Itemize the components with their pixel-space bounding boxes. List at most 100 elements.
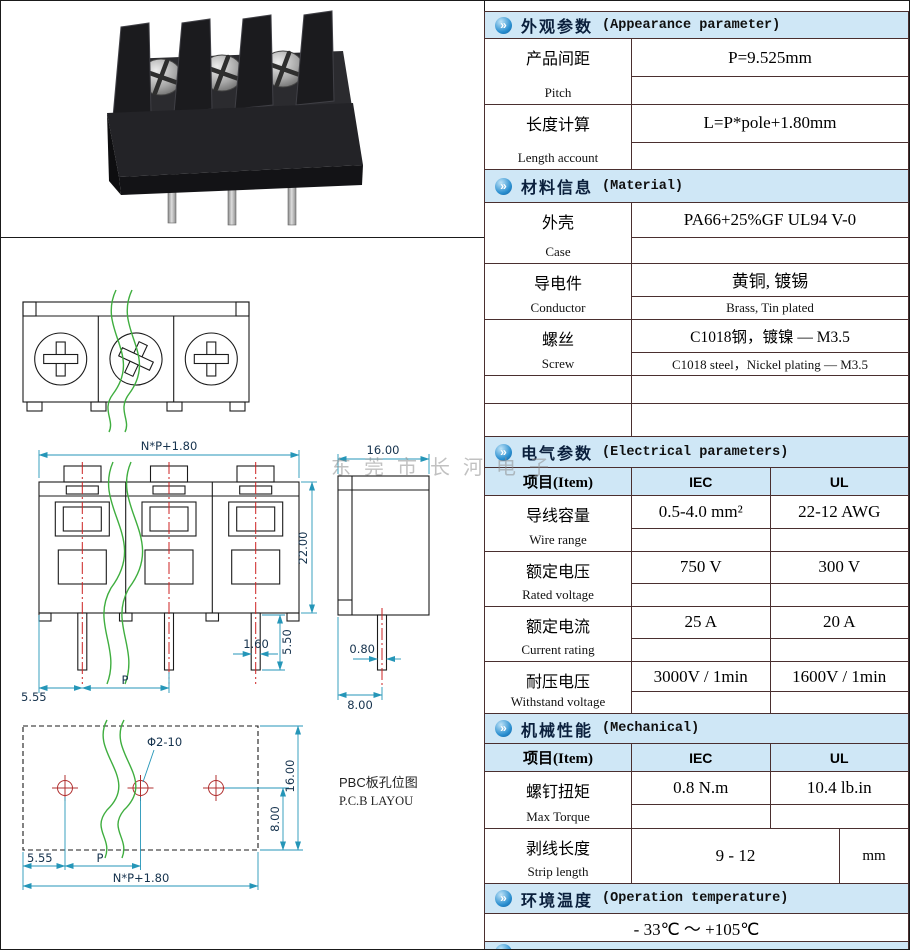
dim-pin-width: 1.60 (243, 637, 269, 651)
pcb-holes (52, 775, 229, 801)
dim-pin-length: 5.50 (280, 629, 294, 655)
table-row-rated-voltage: 额定电压 Rated voltage 750 V 300 V (485, 552, 908, 607)
centerlines-red (81, 462, 257, 684)
section-title-en: (Material) (602, 178, 684, 194)
table-row-withstand-voltage: 耐压电压 Withstand voltage 3000V / 1min 1600… (485, 662, 908, 714)
row-label: 导电件 Conductor (485, 264, 632, 319)
drawing-front-view (22, 301, 250, 412)
iec-value: 3000V / 1min (653, 666, 748, 686)
row-label: 螺丝 Screw (485, 320, 632, 375)
electrical-column-headers: 项目(Item) IEC UL (485, 468, 908, 496)
drawing-side-view: 16.00 (337, 443, 430, 712)
spec-table: » 外观参数 (Appearance parameter) 产品间距 Pitch… (484, 11, 909, 949)
chevron-right-icon: » (495, 890, 512, 907)
section-title-zh: 外观参数 (521, 19, 594, 36)
table-row-screw: 螺丝 Screw C1018钢，镀镍 — M3.5 C1018 steel，Ni… (485, 320, 908, 376)
row-value: L=P*pole+1.80mm (703, 113, 837, 133)
ul-value: 10.4 lb.in (806, 778, 872, 798)
row-value: 黄铜, 镀锡 (731, 272, 809, 292)
product-photo-image (107, 10, 363, 226)
row-value: PA66+25%GF UL94 V-0 (683, 210, 857, 230)
strip-length-value: 9 - 12 (632, 829, 840, 883)
row-label: 产品间距 Pitch (485, 39, 632, 104)
dim-pcb-width: N*P+1.80 (113, 871, 170, 885)
drawing-pcb-layout: Φ2-10 8.00 (22, 719, 418, 890)
row-label: 耐压电压 Withstand voltage (485, 662, 632, 713)
terminal-block-barrier-fins (112, 10, 335, 118)
section-title-zh: 材料信息 (521, 180, 594, 197)
column-header-ul: UL (829, 749, 849, 766)
table-row-current-rating: 额定电流 Current rating 25 A 20 A (485, 607, 908, 662)
table-row-max-torque: 螺钉扭矩 Max Torque 0.8 N.m 10.4 lb.in (485, 772, 908, 829)
column-header-item: 项目(Item) (485, 468, 632, 495)
column-header-iec: IEC (632, 468, 771, 495)
product-photo-area (1, 1, 484, 238)
table-row-temperature: - 33℃ ～ +105℃ (485, 914, 908, 942)
section-title-en: (Operation temperature) (602, 891, 789, 906)
dim-front-pitch: P (122, 673, 129, 687)
table-row-pitch: 产品间距 Pitch P=9.525mm (485, 39, 908, 105)
table-row-conductor: 导电件 Conductor 黄铜, 镀锡 Brass, Tin plated (485, 264, 908, 320)
break-line-middle (103, 461, 144, 685)
dim-pcb-pitch: P (97, 851, 104, 865)
strip-length-unit: mm (862, 847, 886, 864)
dim-pcb-hole: Φ2-10 (147, 735, 182, 749)
table-row-length: 长度计算 Length account L=P*pole+1.80mm (485, 105, 908, 170)
temperature-value: - 33℃ ～ +105℃ (633, 920, 760, 939)
terminal-block-body (107, 103, 363, 195)
chevron-right-icon: » (495, 720, 512, 737)
drawings-svg: N*P+1.80 (21, 289, 430, 890)
ul-value: 22-12 AWG (798, 501, 881, 521)
dim-side-top-width: 16.00 (367, 443, 400, 457)
section-title-en: (Appearance parameter) (602, 17, 781, 33)
technical-drawings: N*P+1.80 (1, 238, 484, 949)
chevron-right-icon: » (495, 16, 512, 34)
break-line-pcb (100, 719, 137, 859)
dim-pcb-hole-offset: 8.00 (268, 806, 282, 832)
iec-value: 25 A (684, 612, 718, 632)
chevron-right-icon: » (495, 443, 512, 461)
section-header-material: » 材料信息 (Material) (485, 170, 908, 203)
table-row-case: 外壳 Case PA66+25%GF UL94 V-0 (485, 203, 908, 264)
chevron-right-icon: » (495, 944, 512, 949)
dim-pcb-height: 16.00 (283, 760, 297, 793)
section-title-en: (Electrical parameters) (602, 444, 789, 460)
section-header-temperature: » 环境温度 (Operation temperature) (485, 884, 908, 914)
row-value: P=9.525mm (728, 47, 812, 67)
drawing-front-section: N*P+1.80 (21, 439, 317, 704)
dim-front-top-width: N*P+1.80 (141, 439, 198, 453)
section-header-appearance: » 外观参数 (Appearance parameter) (485, 12, 908, 39)
row-label: 额定电压 Rated voltage (485, 552, 632, 606)
section-title-zh: 电气参数 (521, 446, 594, 463)
section-title-en: (Mechanical) (602, 721, 700, 736)
dim-front-edge-offset: 5.55 (21, 690, 47, 704)
column-header-iec: IEC (632, 744, 771, 771)
section-title-zh: 机械性能 (521, 722, 594, 740)
section-title-zh: 环境温度 (521, 892, 594, 910)
screw-front-1 (34, 332, 88, 386)
screw-front-3 (184, 332, 238, 386)
dim-front-height: 22.00 (296, 532, 310, 565)
row-label: 长度计算 Length account (485, 105, 632, 169)
left-panel: N*P+1.80 (1, 1, 485, 949)
dim-pcb-edge-offset: 5.55 (27, 851, 53, 865)
empty-row (485, 404, 908, 437)
section-header-mechanical: » 机械性能 (Mechanical) (485, 714, 908, 744)
row-label: 额定电流 Current rating (485, 607, 632, 661)
pcb-caption-en: P.C.B LAYOU (339, 794, 413, 808)
iec-value: 0.8 N.m (673, 778, 729, 798)
row-label: 螺钉扭矩 Max Torque (485, 772, 632, 828)
dim-side-pin-width: 0.80 (349, 642, 375, 656)
section-header-partial: » (485, 942, 908, 949)
row-value: C1018钢，镀镍 — M3.5 (690, 328, 850, 346)
mechanical-column-headers: 项目(Item) IEC UL (485, 744, 908, 772)
ul-value: 300 V (818, 557, 861, 577)
column-header-ul: UL (829, 473, 849, 490)
empty-row (485, 376, 908, 404)
break-line-top (107, 289, 141, 433)
row-label: 外壳 Case (485, 203, 632, 263)
table-row-wire-range: 导线容量 Wire range 0.5-4.0 mm² 22-12 AWG (485, 496, 908, 552)
dim-side-pin-offset: 8.00 (347, 698, 373, 712)
column-header-item: 项目(Item) (485, 744, 632, 771)
